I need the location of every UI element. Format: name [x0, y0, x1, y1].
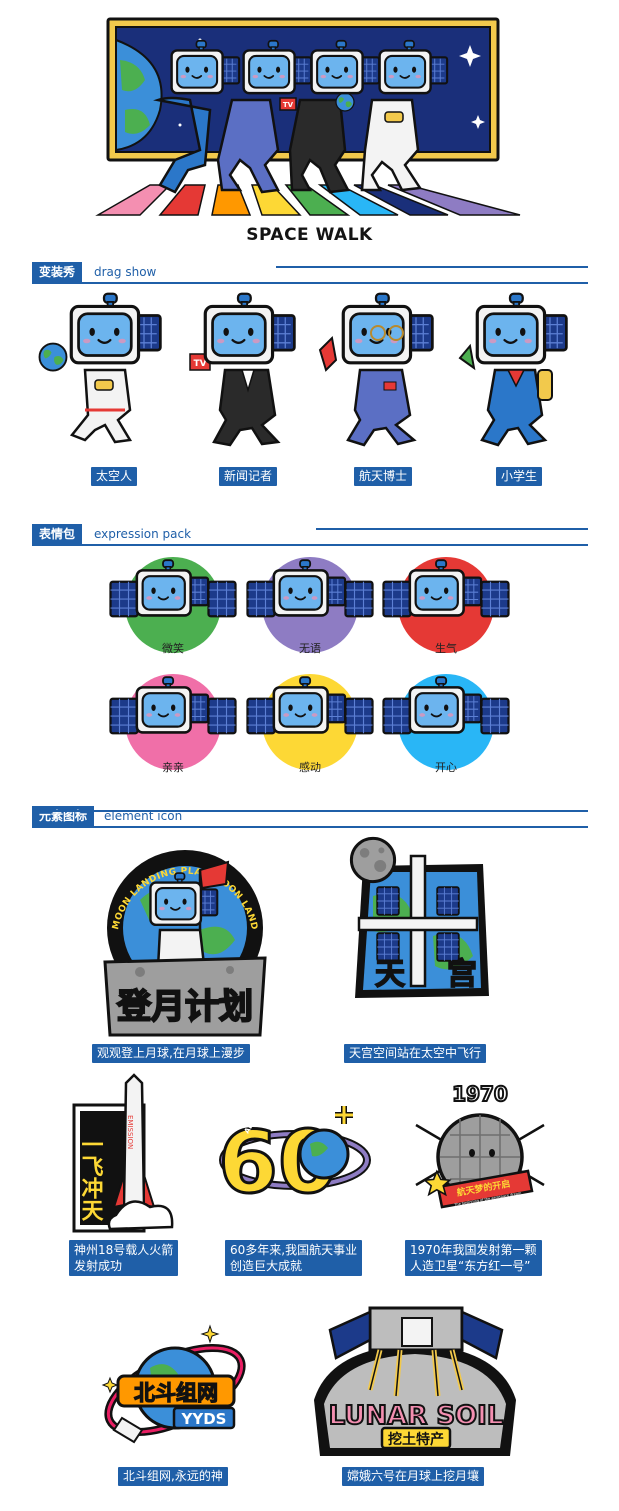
costume-label-student: 小学生 [496, 467, 543, 486]
rocket-emission-text: EMISSION [126, 1115, 134, 1149]
solar-panel-right [480, 580, 510, 618]
caption-line-2: 创造巨大成就 [230, 1259, 303, 1273]
costume-label-journalist: 新闻记者 [219, 467, 278, 486]
caption-tiangong: 天宫空间站在太空中飞行 [344, 1044, 487, 1063]
shenzhou-rocket-badge: 一飞冲天 EMISSION [72, 1073, 174, 1233]
tiangong-char-1: 天 [375, 957, 405, 992]
tv-badge-text: TV [193, 359, 206, 369]
caption-line-1: 60多年来,我国航天事业 [230, 1243, 358, 1257]
solar-panel-left [109, 580, 139, 618]
expression-happy [382, 674, 510, 770]
beidou-sub: YYDS [181, 1410, 227, 1428]
expression-label-speechless: 无语 [299, 642, 321, 655]
costume-student [458, 292, 568, 447]
tiangong-badge: 天 宫 [349, 836, 489, 998]
caption-line-2: 人造卫星“东方红一号” [410, 1259, 531, 1273]
caption-satellite-1970: 1970年我国发射第一颗 人造卫星“东方红一号” [405, 1240, 542, 1276]
aerospace-60-badge: 60 AEROSPACE [217, 1091, 371, 1215]
solar-panel-right [480, 697, 510, 735]
beidou-title: 北斗组网 [134, 1381, 218, 1405]
expression-label-smile: 微笑 [162, 642, 184, 655]
section-en-title: drag show [94, 265, 157, 279]
caption-line-1: 神州18号载人火箭 [74, 1243, 174, 1257]
beidou-badge: 北斗组网 YYDS [101, 1324, 246, 1444]
satellite-year: 1970 [452, 1082, 508, 1106]
walking-robots: TV [153, 39, 449, 194]
section-en-title: element icon [104, 809, 183, 823]
dongfanghong-satellite-badge: 1970 航天梦的开启 The beginning of the aerospa… [415, 1081, 545, 1209]
caption-moon-plan: 观观登上月球,在月球上漫步 [92, 1044, 250, 1063]
divider-line [32, 282, 588, 284]
expression-label-kiss: 亲亲 [162, 761, 184, 774]
tiangong-char-2: 宫 [447, 957, 477, 992]
solar-panel-left [382, 697, 412, 735]
hero-title: SPACE WALK [246, 225, 373, 245]
section-header-drag-show: 变装秀 drag show [32, 262, 588, 284]
caption-beidou: 北斗组网,永远的神 [118, 1467, 228, 1486]
solar-panel-left [246, 697, 276, 735]
section-tag: 表情包 [32, 524, 83, 544]
solar-panel-right [207, 580, 237, 618]
expression-speechless [246, 557, 374, 653]
moon-landing-plan-badge: MOON LANDING PLAN MOON LANDING PLAN 登月计划 [96, 833, 267, 1037]
lunar-soil-badge: LUNAR SOIL 挖土特产 [314, 1306, 516, 1456]
costume-figures: TV [38, 292, 568, 447]
expression-angry [382, 557, 510, 653]
divider-line [32, 810, 588, 812]
tv-badge-text: TV [283, 101, 294, 109]
hero-banner: TV SPACE WALK [0, 0, 619, 255]
expression-label-touched: 感动 [299, 761, 321, 774]
caption-lunar-soil: 嫦娥六号在月球上挖月壤 [342, 1467, 485, 1486]
section-tag: 元素图标 [32, 806, 95, 826]
caption-shenzhou: 神州18号载人火箭 发射成功 [69, 1240, 179, 1276]
expression-label-angry: 生气 [435, 642, 457, 655]
expression-grid [109, 557, 510, 770]
divider-line [32, 544, 588, 546]
space-walk-illustration: TV [95, 17, 521, 216]
expression-smile [109, 557, 237, 653]
caption-line-1: 1970年我国发射第一颗 [410, 1243, 537, 1257]
solar-panel-right [344, 697, 374, 735]
caption-line-2: 发射成功 [74, 1259, 123, 1273]
lunar-soil-sub: 挖土特产 [388, 1431, 444, 1448]
divider-line [316, 528, 588, 530]
expression-label-happy: 开心 [435, 761, 457, 774]
expression-touched [246, 674, 374, 770]
solar-panel-left [246, 580, 276, 618]
costume-label-astronaut: 太空人 [91, 467, 138, 486]
lunar-soil-title: LUNAR SOIL [329, 1401, 504, 1431]
solar-panel-left [109, 697, 139, 735]
shenzhou-vertical-text: 一飞冲天 [78, 1133, 104, 1222]
caption-aerospace-60: 60多年来,我国航天事业 创造巨大成就 [225, 1240, 363, 1276]
costume-aerospace-doctor [318, 292, 434, 447]
solar-panel-right [344, 580, 374, 618]
costume-label-doctor: 航天博士 [354, 467, 413, 486]
solar-panel-right [207, 697, 237, 735]
moon-plan-title: 登月计划 [116, 987, 253, 1027]
costume-astronaut [38, 292, 162, 444]
solar-panel-left [382, 580, 412, 618]
expression-kiss [109, 674, 237, 770]
section-tag: 变装秀 [32, 262, 83, 282]
section-en-title: expression pack [94, 527, 192, 541]
divider-line [32, 826, 588, 828]
costume-journalist: TV [189, 292, 296, 447]
section-header-element-icon: 元素图标 element icon [32, 806, 588, 828]
divider-line [276, 266, 588, 268]
section-header-expression-pack: 表情包 expression pack [32, 524, 588, 546]
